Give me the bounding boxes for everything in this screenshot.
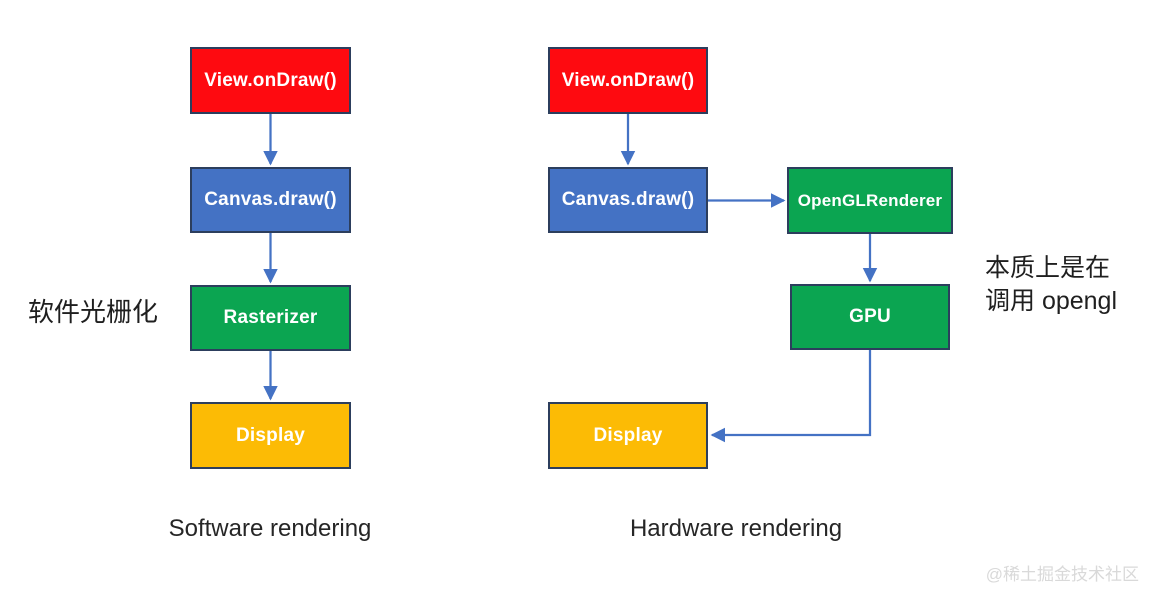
- juejin-watermark: @稀土掘金技术社区: [985, 565, 1139, 584]
- node-gpu: GPU: [790, 284, 950, 350]
- node-view-ondraw-software: View.onDraw(): [190, 47, 351, 114]
- hardware-opengl-annotation-line1: 本质上是在: [985, 254, 1111, 282]
- software-rendering-caption: Software rendering: [168, 515, 372, 542]
- node-display-software: Display: [190, 402, 351, 469]
- software-rasterize-annotation: 软件光栅化: [28, 297, 159, 327]
- hardware-opengl-annotation: 本质上是在 调用 opengl: [985, 252, 1117, 318]
- node-rasterizer: Rasterizer: [190, 285, 351, 351]
- hardware-rendering-caption: Hardware rendering: [629, 515, 843, 542]
- node-openglrenderer: OpenGLRenderer: [787, 167, 953, 234]
- node-display-hardware: Display: [548, 402, 708, 469]
- node-canvas-draw-hardware: Canvas.draw(): [548, 167, 708, 233]
- hardware-opengl-annotation-line2: 调用 opengl: [985, 287, 1118, 315]
- arrow-gpu-to-display: [710, 350, 872, 443]
- node-view-ondraw-hardware: View.onDraw(): [548, 47, 708, 114]
- node-canvas-draw-software: Canvas.draw(): [190, 167, 351, 233]
